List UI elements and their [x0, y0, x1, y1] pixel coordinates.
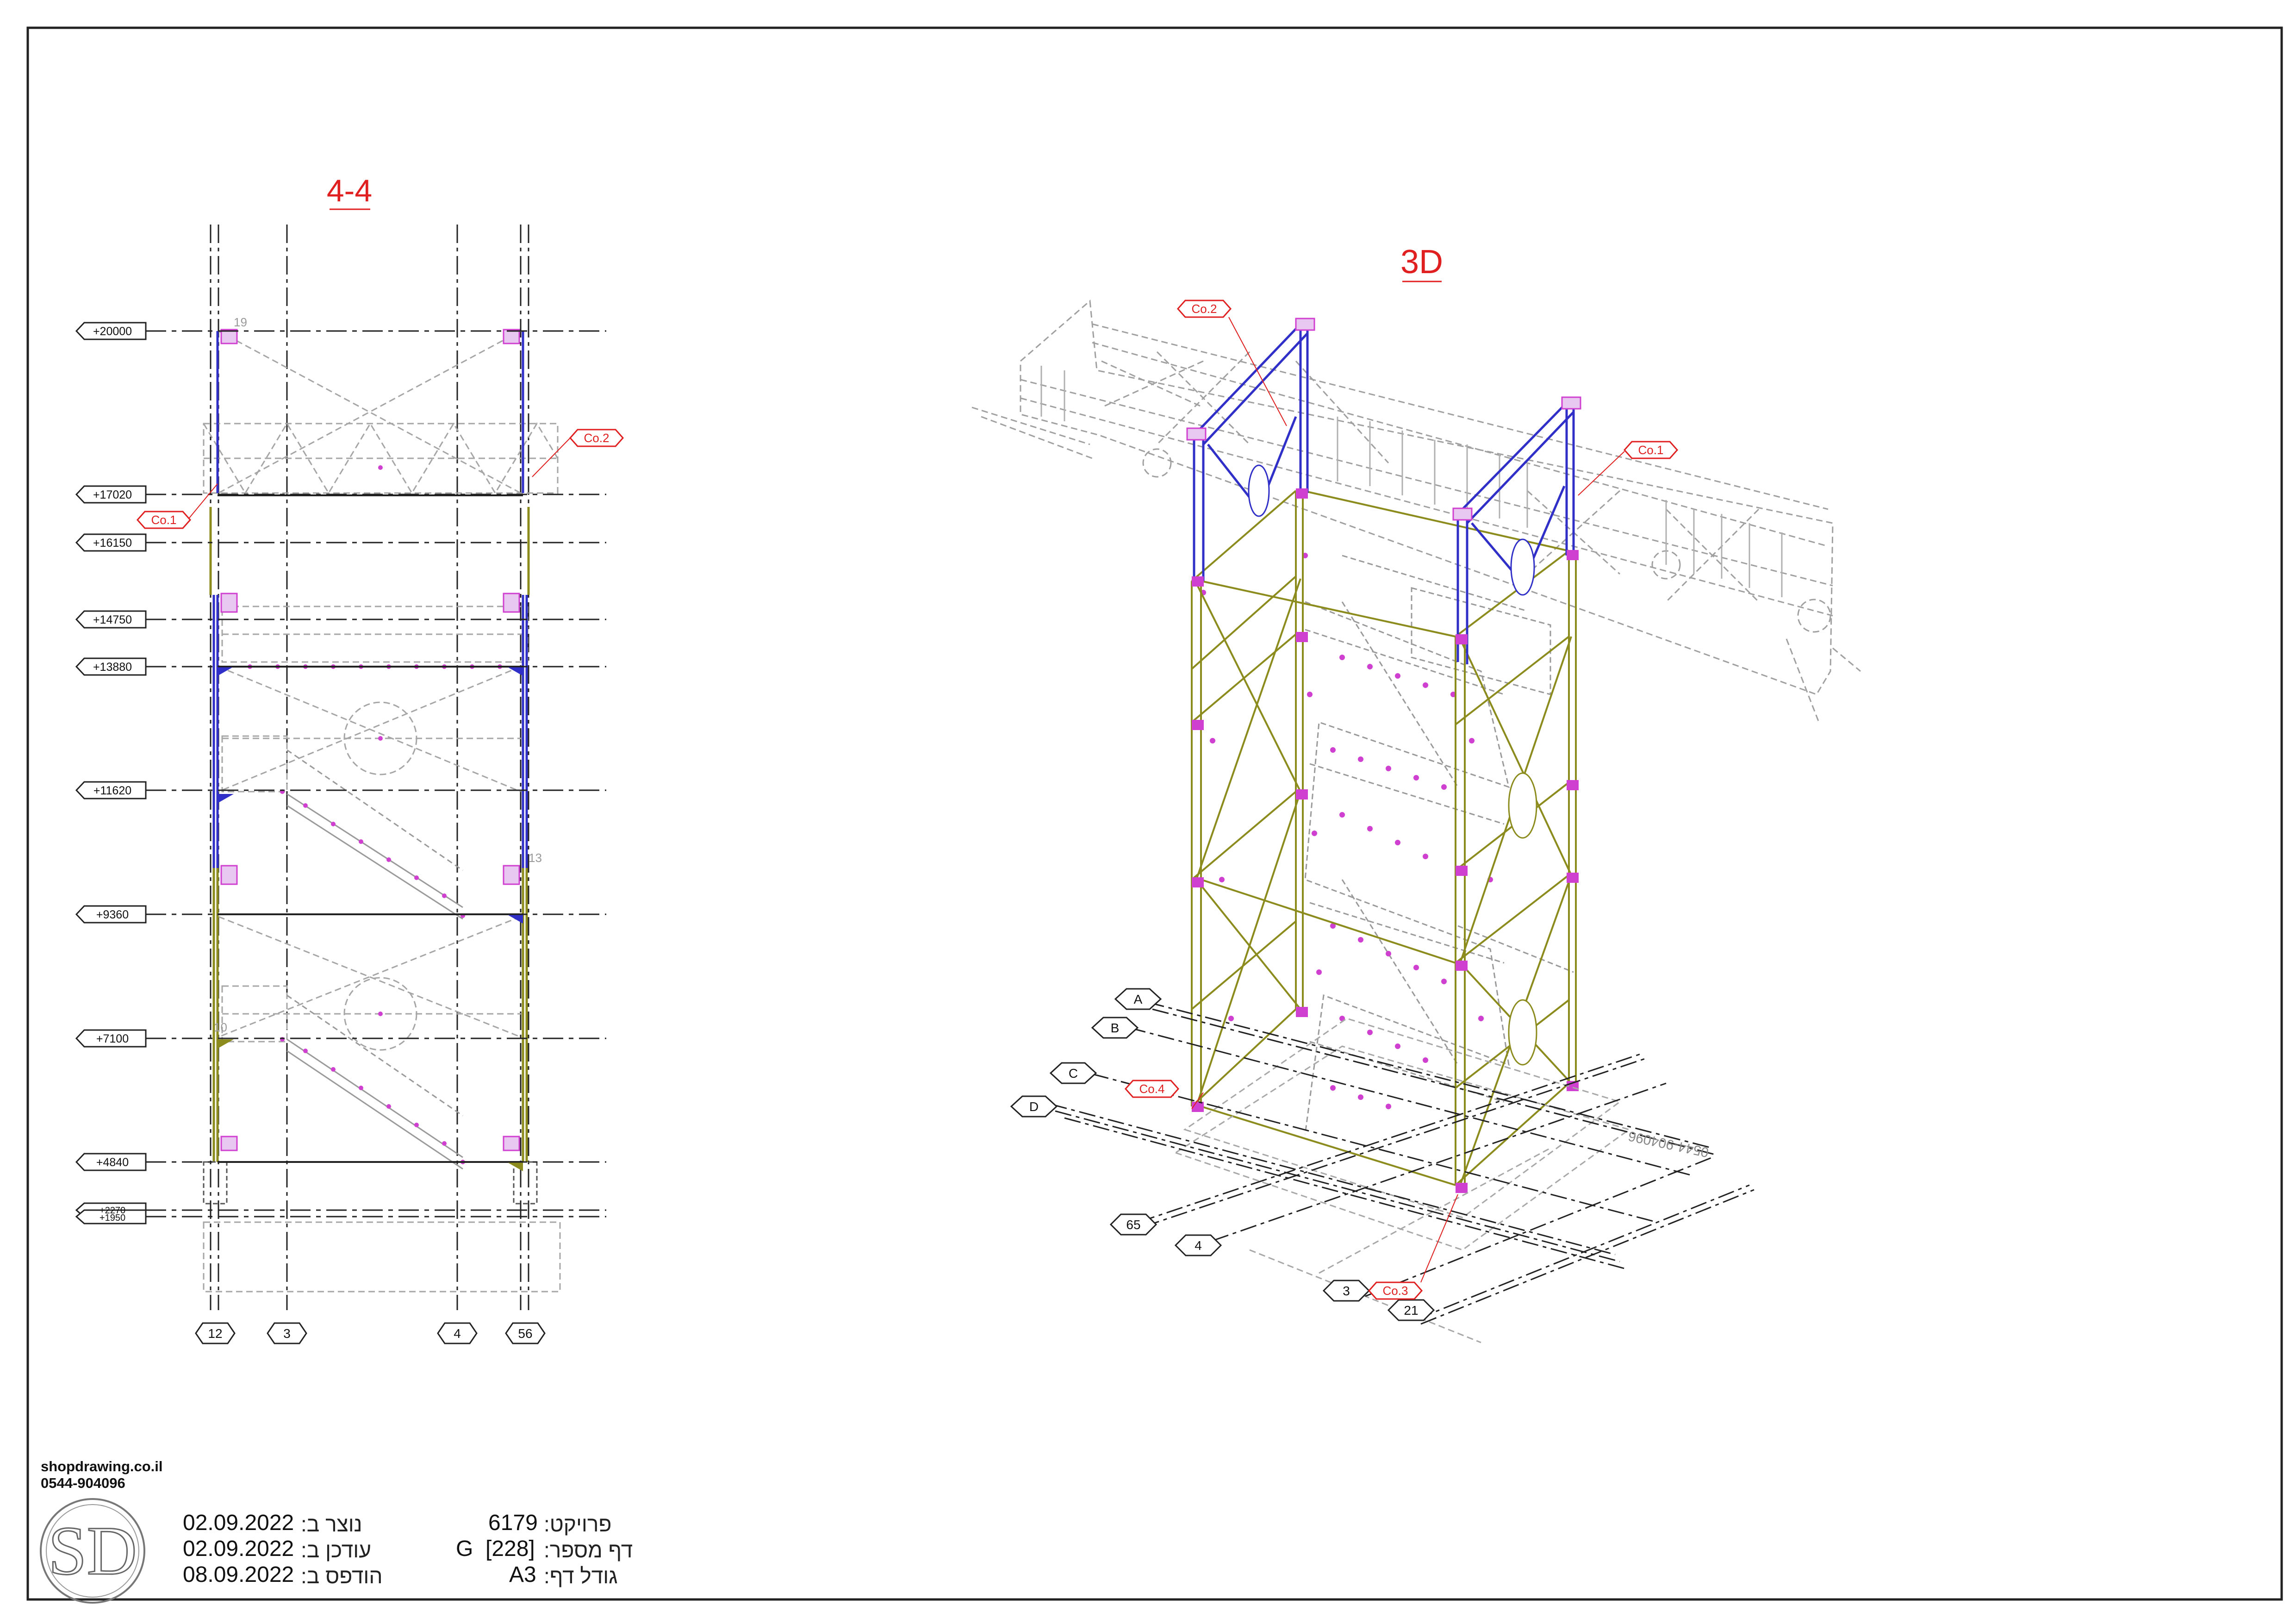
svg-text:A: A	[1134, 992, 1143, 1006]
iso-letter-bubbles	[1010, 988, 1162, 1118]
level-7100: +7100	[96, 1032, 129, 1045]
sheet-label: דף מספר:	[544, 1538, 633, 1562]
svg-text:SD: SD	[48, 1512, 137, 1589]
level-1950: +1950	[100, 1213, 125, 1223]
iso-lower-tower-ovals	[1508, 772, 1537, 1066]
svg-text:Co.3: Co.3	[1383, 1284, 1408, 1298]
section-columns-lower	[209, 507, 530, 1162]
sheet-border	[26, 26, 2283, 1601]
company-site: shopdrawing.co.il	[41, 1458, 163, 1474]
svg-text:Co.1: Co.1	[1638, 443, 1664, 457]
level-13880: +13880	[93, 661, 132, 674]
svg-text:65: 65	[1126, 1218, 1140, 1232]
created-date: 02.09.2022	[183, 1511, 294, 1535]
level-4840: +4840	[96, 1156, 129, 1169]
printed-label: הודפס ב:	[301, 1564, 383, 1588]
section-stairs	[286, 749, 463, 1170]
section-level-texts: +20000 +17020 +16150 +14750 +13880 +1162…	[93, 325, 132, 1223]
section-axis-12: 12	[208, 1326, 222, 1341]
section-axis-56: 56	[518, 1326, 532, 1341]
svg-text:13: 13	[529, 851, 542, 865]
svg-text:B: B	[1111, 1021, 1120, 1035]
section-axis-bubbles	[195, 1322, 546, 1344]
project-label: פרויקט:	[544, 1512, 612, 1536]
level-11620: +11620	[93, 784, 131, 797]
iso-number-texts: 65 4 3 21	[1126, 1218, 1418, 1318]
section-title: 4-4	[327, 173, 372, 208]
section-ghost-truss	[203, 330, 561, 1293]
iso-bridge-posts	[1040, 366, 1783, 597]
updated-label: עודכן ב:	[301, 1538, 372, 1562]
svg-text:19: 19	[234, 315, 247, 329]
section-level-lines	[146, 330, 606, 1218]
section-callout-co1: Co.1	[136, 483, 218, 529]
section-brackets	[218, 667, 523, 924]
section-stair-joints	[248, 465, 502, 1164]
sheet-size: A3	[509, 1562, 536, 1587]
svg-text:D: D	[1029, 1099, 1039, 1114]
iso-callout-co2: Co.2	[1176, 300, 1287, 426]
svg-text:C: C	[1069, 1066, 1078, 1081]
updated-date: 02.09.2022	[183, 1537, 294, 1561]
level-14750: +14750	[93, 613, 132, 626]
level-9360: +9360	[96, 908, 129, 921]
iso-callout-co1: Co.1	[1578, 441, 1679, 496]
section-column-base	[203, 1161, 538, 1205]
svg-text:21: 21	[1404, 1303, 1418, 1318]
company-logo: SD	[40, 1498, 145, 1604]
iso-callout-co3: Co.3	[1368, 1194, 1458, 1300]
svg-text:Co.1: Co.1	[151, 513, 177, 527]
iso-top-plates	[1186, 318, 1581, 521]
iso-callout-co4: Co.4	[1124, 1080, 1204, 1109]
level-17020: +17020	[93, 488, 132, 501]
iso-grid-lines	[1050, 1001, 1755, 1325]
company-phone: 0544-904096	[41, 1475, 125, 1491]
section-brackets-lower	[218, 1039, 523, 1171]
section-small-numbers: 19 13 10	[214, 315, 542, 1034]
section-beams	[218, 494, 523, 1163]
section-level-markers	[75, 322, 147, 1224]
section-callout-co2: Co.2	[532, 429, 624, 477]
level-2270: +2270	[100, 1206, 125, 1216]
iso-upper-frame-ovals	[1248, 464, 1535, 596]
section-axis-4: 4	[454, 1326, 461, 1341]
project-number: 6179	[488, 1511, 538, 1535]
level-16150: +16150	[93, 537, 132, 550]
section-axis-lines	[210, 225, 529, 1310]
section-axis-3: 3	[283, 1326, 291, 1341]
svg-text:Co.4: Co.4	[1139, 1082, 1165, 1096]
level-20000: +20000	[93, 325, 132, 338]
iso-letter-texts: A B C D	[1029, 992, 1143, 1114]
iso-ground-text: 0544-904096	[1627, 1128, 1710, 1160]
svg-text:4: 4	[1195, 1238, 1202, 1253]
svg-text:Co.2: Co.2	[1192, 302, 1217, 316]
svg-text:Co.2: Co.2	[584, 431, 610, 445]
iso-view-3d: 3D	[971, 244, 1861, 1343]
iso-number-bubbles	[1109, 1213, 1435, 1321]
printed-date: 08.09.2022	[183, 1562, 294, 1587]
section-view-4-4: 4-4	[75, 173, 624, 1344]
sheet-size-label: גודל דף:	[544, 1564, 618, 1588]
svg-text:3: 3	[1343, 1284, 1350, 1298]
section-axis-texts: 12 3 4 56	[208, 1326, 532, 1341]
section-columns-upper	[212, 331, 528, 868]
created-label: נוצר ב:	[301, 1512, 362, 1536]
section-connection-plates	[220, 329, 520, 1151]
iso-title: 3D	[1400, 244, 1443, 281]
iso-joint-plates	[1192, 488, 1579, 1193]
iso-stair-joints	[1201, 553, 1493, 1109]
svg-text:10: 10	[214, 1020, 227, 1034]
sheet-number: G [228]	[456, 1537, 535, 1561]
